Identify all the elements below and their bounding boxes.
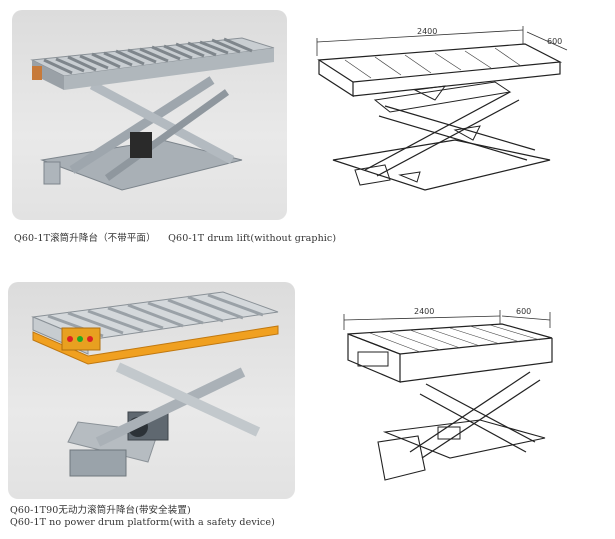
product-1-caption: Q60-1T滚筒升降台（不带平面） Q60-1T drum lift(witho… (14, 233, 336, 245)
product-1-dim-length: 2400 (417, 27, 437, 36)
product-1-caption-en: Q60-1T drum lift(without graphic) (168, 233, 337, 244)
product-2-drawing: 2400 600 (330, 302, 570, 490)
safety-bar (32, 325, 279, 365)
product-2-caption-en: Q60-1T no power drum platform(with a saf… (10, 517, 275, 528)
product-1-dim-width: 600 (547, 37, 562, 46)
product-2-caption-cn: Q60-1T90无动力滚筒升降台(带安全装置) (10, 505, 191, 516)
product-2-photo (8, 282, 295, 499)
product-1-photo (12, 10, 287, 220)
product-1-caption-cn: Q60-1T滚筒升降台（不带平面） (14, 233, 156, 244)
product-2-dim-length: 2400 (414, 307, 434, 316)
product-1-drawing: 2400 600 (305, 20, 570, 200)
caption-gap (156, 233, 168, 244)
product-2-dim-width: 600 (516, 307, 531, 316)
